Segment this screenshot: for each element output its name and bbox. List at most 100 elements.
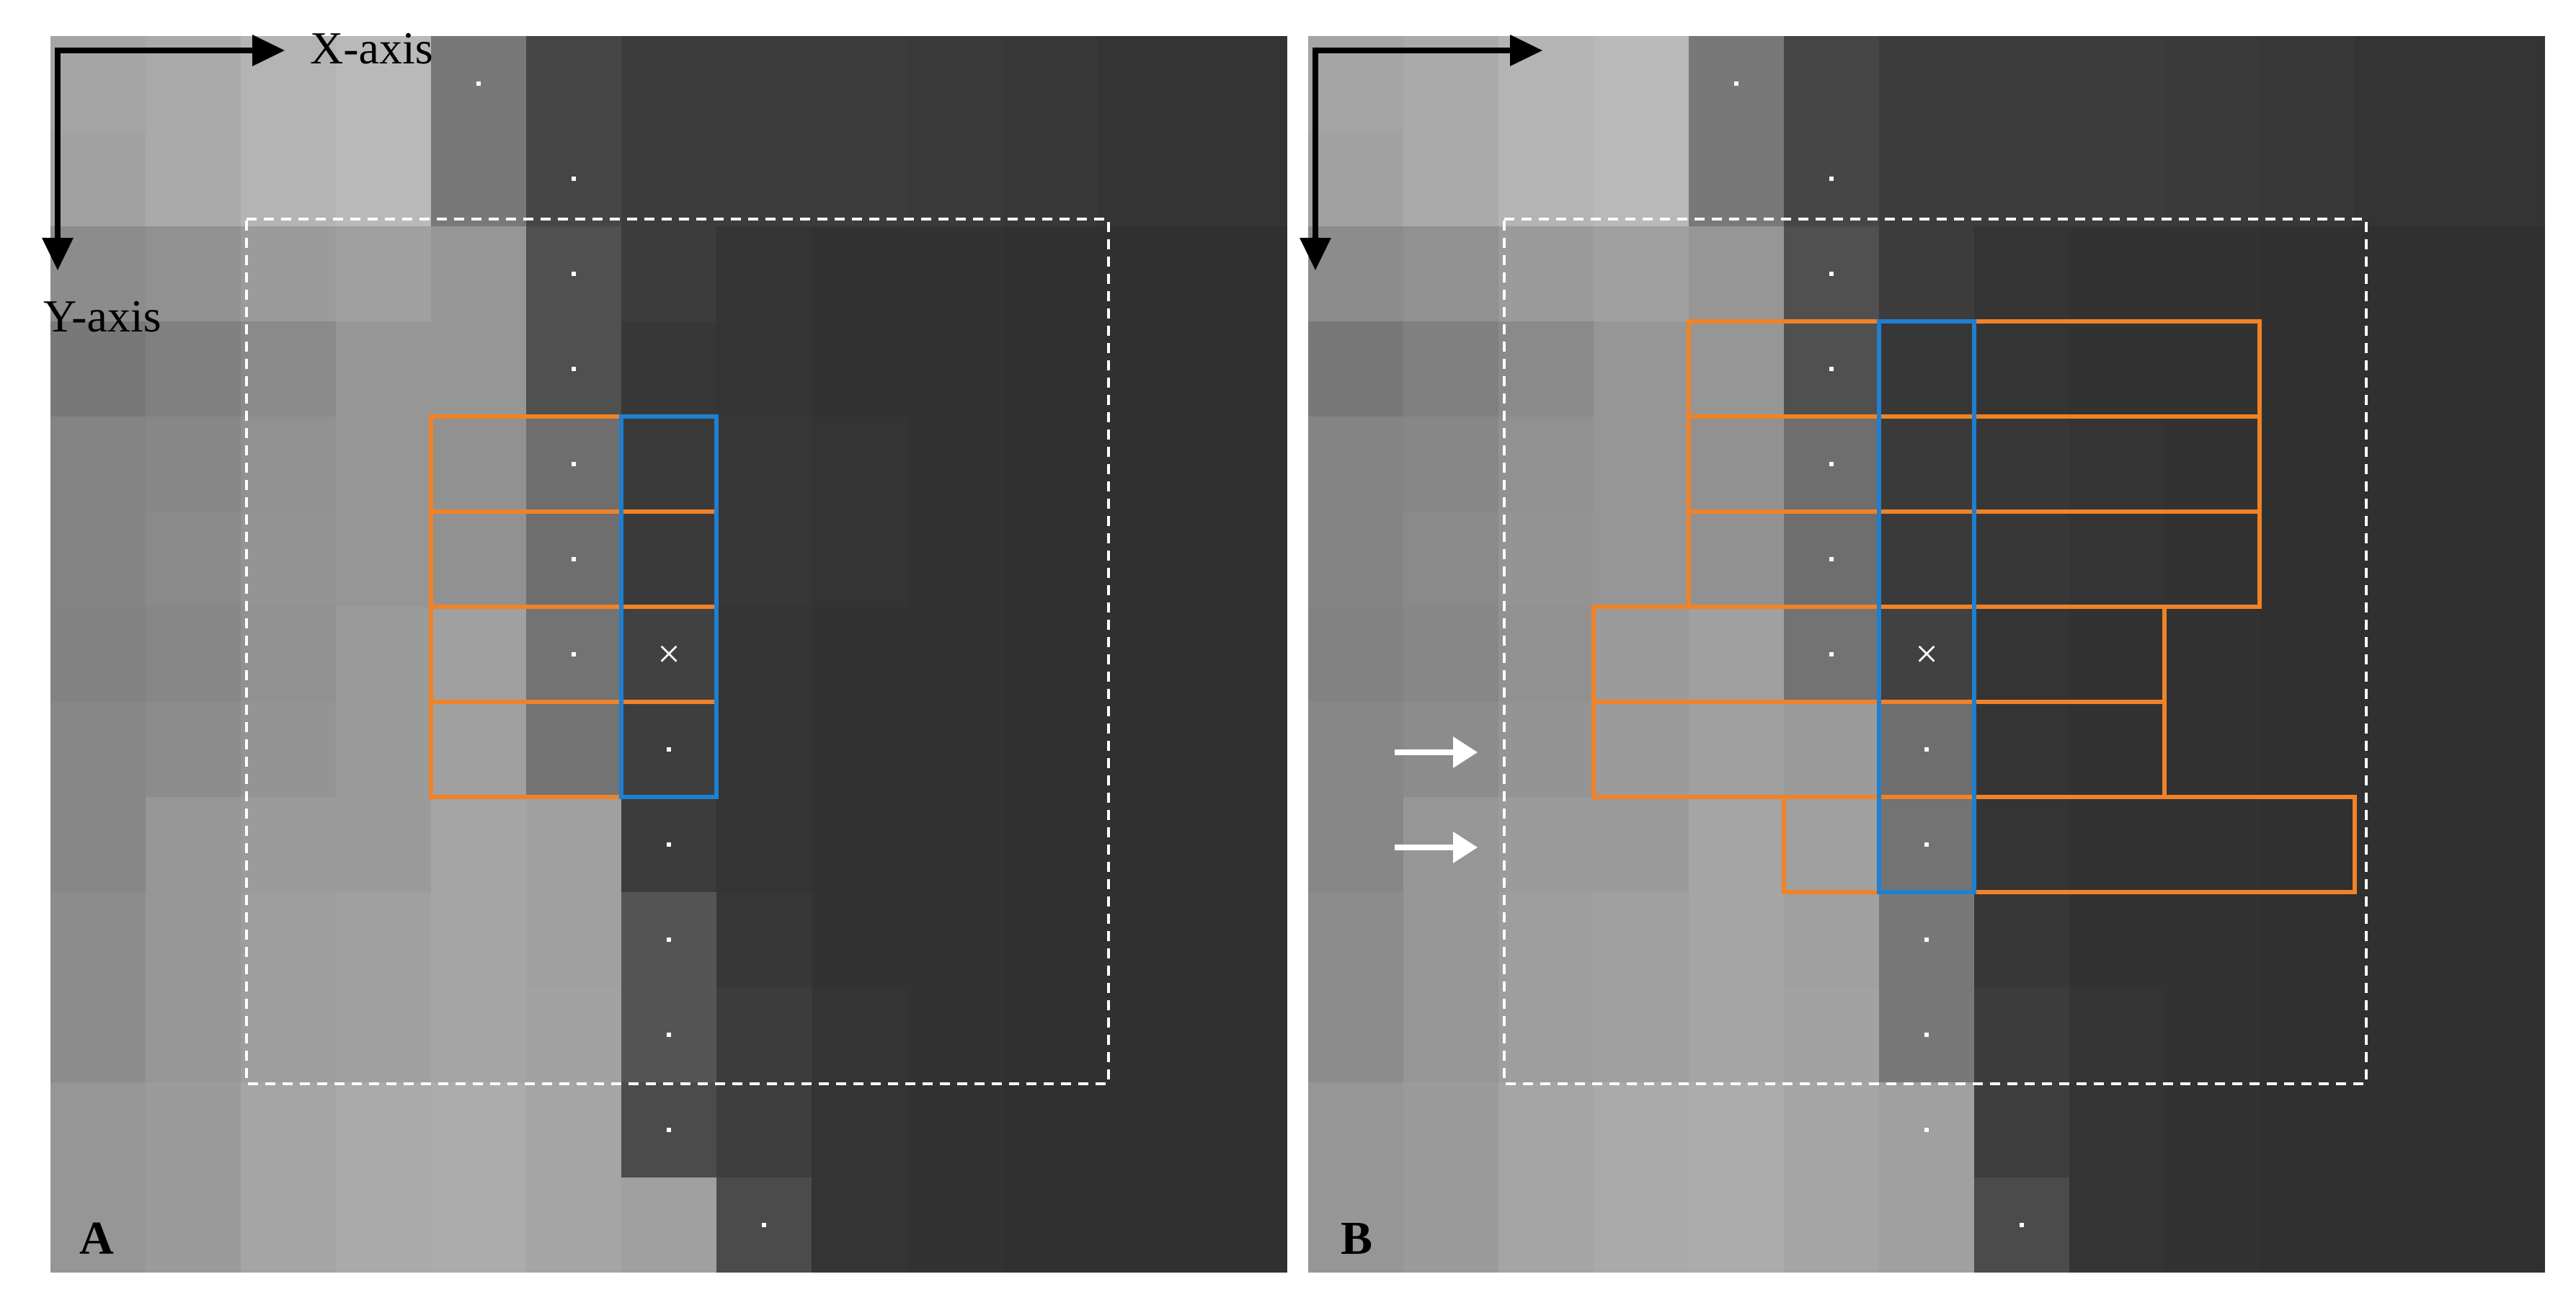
pixel-cell [907,1177,1002,1273]
pixel-cell [2260,607,2355,702]
pixel-cell [1192,512,1287,607]
pixel-cell [1192,892,1287,987]
pixel-cell [1498,987,1594,1082]
pixel-cell [621,321,716,417]
pixel-cell [2260,131,2355,226]
pixel-cell [1784,892,1879,987]
pixel-marker-dot [1829,177,1834,181]
pixel-cell [1308,131,1403,226]
pixel-cell [1498,131,1594,226]
pixel-cell [1192,1177,1287,1273]
pixel-cell [716,36,812,131]
pixel-cell [1974,226,2069,321]
pixel-cell [716,417,812,512]
pixel-cell [2260,417,2355,512]
pixel-cell [146,226,241,321]
pixel-cell [1192,226,1287,321]
pixel-cell [2355,607,2450,702]
pixel-marker-dot [572,272,576,276]
center-cross-marker: × [1915,632,1938,677]
pixel-cell [1002,797,1097,892]
pixel-cell [1192,1082,1287,1177]
pixel-cell [50,797,146,892]
pixel-cell [2069,36,2164,131]
pixel-cell [621,131,716,226]
pixel-cell [1974,892,2069,987]
pixel-cell [2260,797,2355,892]
white-arrow-head [1453,832,1478,863]
pixel-cell [1097,417,1192,512]
pixel-cell [1974,987,2069,1082]
pixel-cell [1403,321,1498,417]
pixel-cell [2450,36,2545,131]
pixel-cell [1192,702,1287,797]
pixel-cell [336,512,431,607]
pixel-cell [1689,321,1784,417]
pixel-cell [1784,36,1879,131]
pixel-cell [526,1082,621,1177]
pixel-cell [1689,226,1784,321]
pixel-cell [1594,607,1689,702]
pixel-marker-dot [1829,367,1834,371]
pixel-cell [146,607,241,702]
pixel-cell [2450,512,2545,607]
pixel-cell [2164,607,2260,702]
pixel-cell [1879,36,1974,131]
pixel-cell [1192,797,1287,892]
pixel-cell [2069,1082,2164,1177]
pixel-cell [1594,1177,1689,1273]
pixel-cell [146,1177,241,1273]
pixel-cell [50,702,146,797]
pixel-cell [241,797,336,892]
pixel-cell [241,892,336,987]
pixel-marker-dot [667,1128,671,1132]
pixel-cell [1308,607,1403,702]
pixel-cell [2355,321,2450,417]
pixel-cell [1097,1177,1192,1273]
panel-b: × [1308,36,2545,1273]
pixel-cell [241,512,336,607]
pixel-cell [907,36,1002,131]
pixel-marker-dot [1829,652,1834,656]
pixel-cell [1192,36,1287,131]
pixel-marker-dot [1924,842,1929,847]
pixel-cell [1498,892,1594,987]
y-axis-arrow-head [42,238,74,270]
pixel-cell [907,607,1002,702]
pixel-cell [241,607,336,702]
pixel-cell [146,1082,241,1177]
pixel-cell [2450,797,2545,892]
pixel-cell [146,702,241,797]
pixel-cell [431,131,526,226]
pixel-cell [1002,702,1097,797]
pixel-cell [1002,36,1097,131]
axis-arrows-a [42,35,285,270]
pixel-cell [1002,321,1097,417]
pixel-cell [812,131,907,226]
pixel-cell [1594,797,1689,892]
pixel-cell [1594,36,1689,131]
pixel-cell [2355,36,2450,131]
pixel-cell [2069,131,2164,226]
pixel-cell [1192,417,1287,512]
pixel-cell [431,321,526,417]
pixel-cell [526,797,621,892]
pixel-cell [336,321,431,417]
pixel-cell [431,1177,526,1273]
pixel-cell [1002,226,1097,321]
pixel-cell [2069,607,2164,702]
pixel-cell [1594,892,1689,987]
pixel-cell [2260,1177,2355,1273]
white-arrow [1395,736,1478,768]
pixel-cell [907,1082,1002,1177]
pixel-cell [907,987,1002,1082]
pixel-cell [1689,512,1784,607]
pixel-cell [716,797,812,892]
pixel-cell [241,1177,336,1273]
pixel-cell [1594,1082,1689,1177]
pixel-cell [812,607,907,702]
pixel-cell [907,797,1002,892]
pixel-cell [241,1082,336,1177]
pixel-cell [907,512,1002,607]
pixel-cell [2164,512,2260,607]
